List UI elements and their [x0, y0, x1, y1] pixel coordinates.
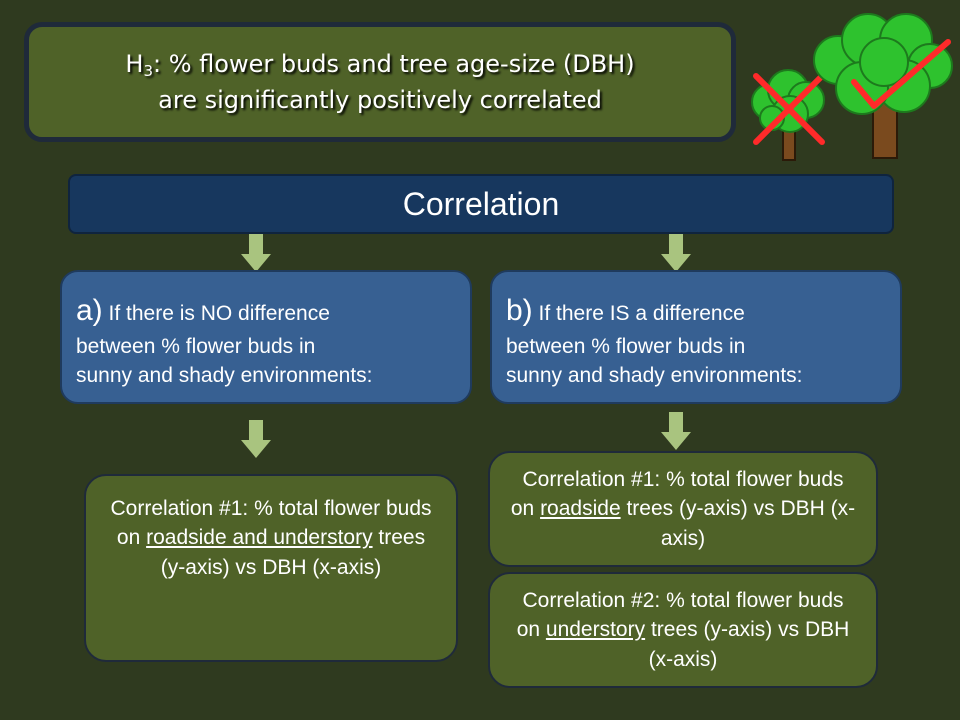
hypothesis-line2: are significantly positively correlated: [158, 86, 602, 115]
condition-b-line3: sunny and shady environments:: [506, 364, 803, 388]
result-a-underlined: roadside and understory: [146, 526, 373, 550]
condition-a-letter: a): [76, 294, 103, 327]
red-check-icon: [851, 39, 951, 109]
down-arrow-icon: [241, 420, 271, 458]
result-b2-part2: trees (y-axis) vs DBH (x-axis): [645, 618, 850, 671]
condition-b-line2: between % flower buds in: [506, 335, 746, 358]
condition-a-line3: sunny and shady environments:: [76, 364, 373, 388]
trees-illustration: [751, 13, 953, 161]
result-b1-text: Correlation #1: % total flower buds on r…: [508, 465, 858, 553]
result-b2-box: Correlation #2: % total flower buds on u…: [488, 572, 878, 688]
large-tree-icon: [813, 13, 953, 159]
hypothesis-text-1: : % flower buds and tree age-size (DBH): [153, 49, 635, 78]
condition-a-text-1: If there is NO difference: [102, 302, 330, 325]
condition-b-letter: b): [506, 294, 533, 327]
condition-a-line1: a) If there is NO difference: [76, 290, 456, 332]
condition-a-box: a) If there is NO difference between % f…: [60, 270, 472, 404]
result-b1-part1: Correlation #1: % total flower buds on: [510, 467, 844, 521]
hypothesis-box: H3: % flower buds and tree age-size (DBH…: [24, 22, 736, 142]
correlation-header: Correlation: [68, 174, 894, 234]
red-x-icon: [753, 73, 825, 145]
result-a-text: Correlation #1: % total flower buds on r…: [104, 494, 438, 582]
condition-b-box: b) If there IS a difference between % fl…: [490, 270, 902, 404]
result-a-box: Correlation #1: % total flower buds on r…: [84, 474, 458, 662]
condition-b-text-1: If there IS a difference: [532, 302, 745, 325]
hypothesis-label: H: [125, 49, 144, 78]
result-b2-text: Correlation #2: % total flower buds on u…: [508, 586, 858, 674]
down-arrow-icon: [661, 412, 691, 450]
result-b1-underlined: roadside: [540, 497, 621, 521]
down-arrow-icon: [661, 234, 691, 272]
hypothesis-subscript: 3: [143, 61, 153, 80]
result-b2-part1: Correlation #2: % total flower buds on: [516, 588, 844, 642]
result-b1-part2: trees (y-axis) vs DBH (x-axis): [620, 497, 856, 550]
result-b1-box: Correlation #1: % total flower buds on r…: [488, 451, 878, 567]
down-arrow-icon: [241, 234, 271, 272]
condition-b-line1: b) If there IS a difference: [506, 290, 886, 332]
result-a-part1: Correlation #1: % total flower buds on: [110, 497, 432, 550]
result-b2-underlined: understory: [545, 618, 646, 642]
result-a-part2: trees (y-axis) vs DBH (x-axis): [160, 526, 426, 579]
condition-a-line2: between % flower buds in: [76, 335, 316, 358]
hypothesis-line1: H3: % flower buds and tree age-size (DBH…: [125, 46, 634, 83]
